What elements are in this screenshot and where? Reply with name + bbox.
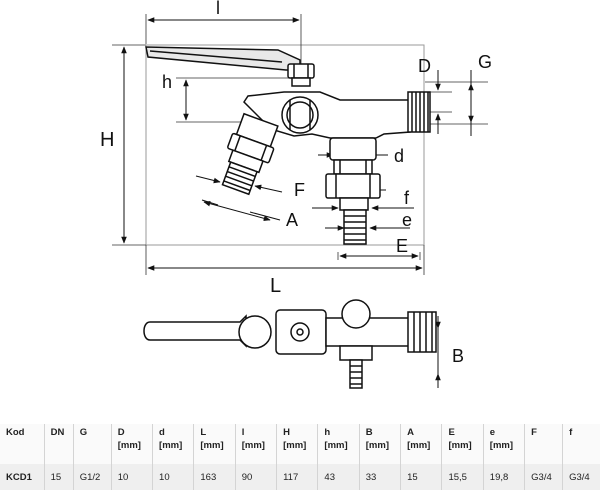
- column-header: E[mm]: [441, 424, 484, 464]
- dimension-text: l h H D G d F f A e E L B: [100, 0, 492, 366]
- table-cell: 10: [152, 464, 194, 490]
- valve-top-view: [143, 299, 437, 389]
- dim-label-D: D: [418, 56, 431, 76]
- dim-label-h: h: [162, 72, 172, 92]
- dim-label-e: e: [402, 210, 412, 230]
- column-header: Kod: [6, 427, 25, 438]
- dimension-lines: [121, 17, 474, 388]
- column-header: D[mm]: [110, 424, 153, 464]
- table-cell: 19,8: [482, 464, 525, 490]
- table-cell: 117: [276, 464, 318, 490]
- column-header: H[mm]: [276, 424, 318, 464]
- table-cell: G3/4: [562, 464, 600, 490]
- dim-label-L: L: [270, 275, 281, 297]
- dim-label-G: G: [478, 52, 492, 72]
- reference-frame: [145, 44, 425, 246]
- column-header: DN: [43, 424, 74, 464]
- dim-label-B: B: [452, 346, 464, 366]
- valve-technical-drawing: l h H D G d F f A e E L B: [100, 0, 492, 389]
- column-header: h[mm]: [317, 424, 360, 464]
- specification-table: Kod DN G D[mm] d[mm] L[mm] l[mm] H[mm] h…: [0, 424, 600, 490]
- dim-label-l: l: [216, 0, 220, 18]
- table-cell: 15,5: [441, 464, 484, 490]
- table-header-row: Kod DN G D[mm] d[mm] L[mm] l[mm] H[mm] h…: [0, 424, 600, 464]
- dim-label-E: E: [396, 236, 408, 256]
- column-header: f: [562, 424, 600, 464]
- column-header: A[mm]: [400, 424, 442, 464]
- column-header: d[mm]: [152, 424, 194, 464]
- valve-side-view: [145, 46, 431, 245]
- dim-label-d: d: [394, 146, 404, 166]
- table-cell: 33: [358, 464, 401, 490]
- column-header: e[mm]: [482, 424, 525, 464]
- column-header: F: [524, 424, 563, 464]
- table-cell: G3/4: [524, 464, 563, 490]
- dim-label-F: F: [294, 180, 305, 200]
- dim-label-f: f: [404, 188, 410, 208]
- column-header: L[mm]: [193, 424, 236, 464]
- table-cell: 43: [317, 464, 360, 490]
- table-cell: 15: [400, 464, 442, 490]
- extension-lines: [112, 14, 488, 275]
- column-header: B[mm]: [358, 424, 401, 464]
- column-header: G: [72, 424, 112, 464]
- table-cell: 15: [43, 464, 74, 490]
- table-cell: G1/2: [72, 464, 112, 490]
- table-cell: 10: [110, 464, 153, 490]
- dim-label-H: H: [100, 129, 114, 151]
- table-row: KCD1 15 G1/2 10 10 163 90 117 43 33 15 1…: [0, 464, 600, 490]
- column-header: l[mm]: [234, 424, 277, 464]
- table-cell: 163: [193, 464, 236, 490]
- table-cell: KCD1: [6, 471, 32, 483]
- dim-label-A: A: [286, 210, 298, 230]
- table-cell: 90: [234, 464, 277, 490]
